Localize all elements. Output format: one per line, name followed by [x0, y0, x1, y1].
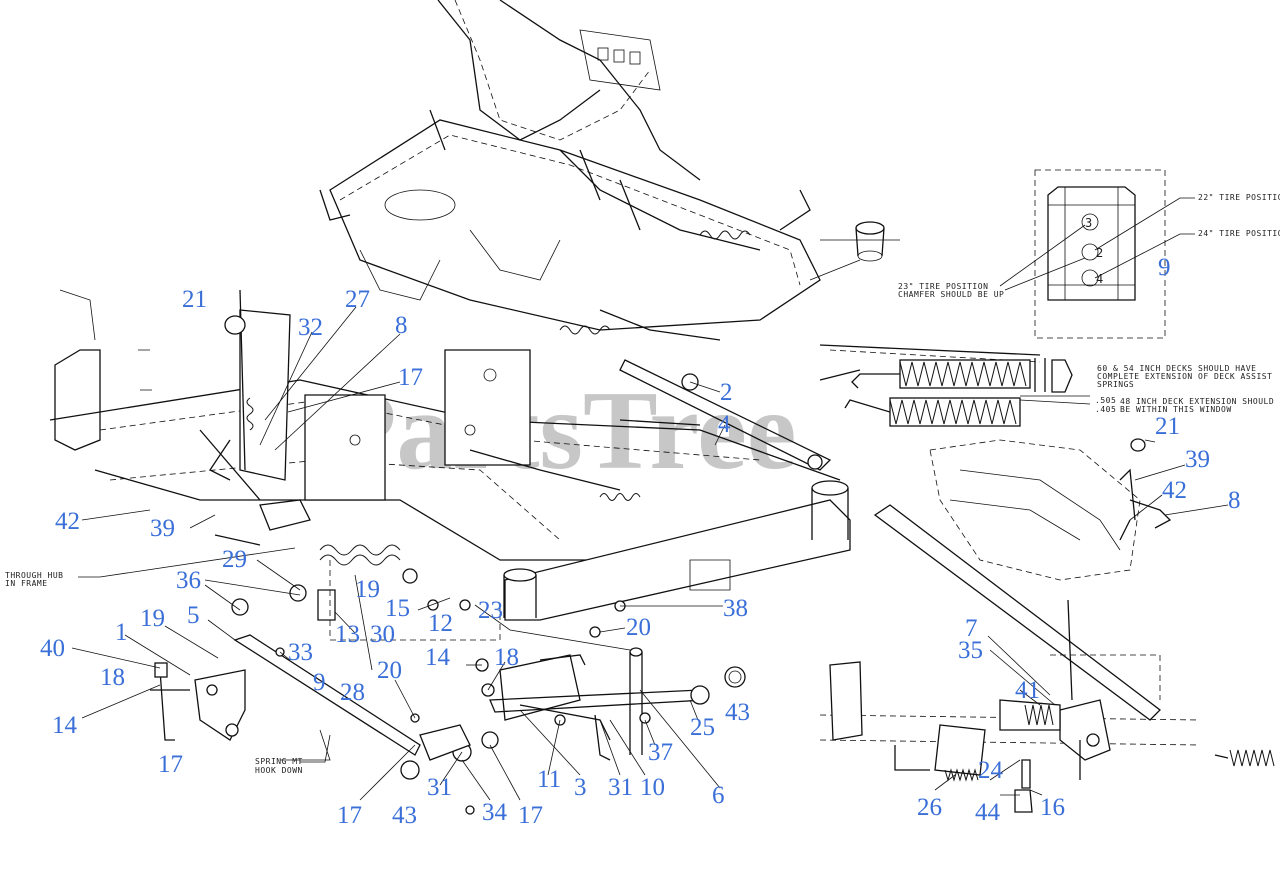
callout-36: 36 — [176, 567, 201, 594]
lower-right-detail — [819, 504, 1275, 813]
callout-37: 37 — [648, 739, 673, 766]
callout-31-b: 31 — [427, 774, 452, 801]
callout-23: 23 — [478, 597, 503, 624]
callout-6: 6 — [712, 782, 725, 809]
callout-8: 8 — [395, 312, 408, 339]
callout-2: 2 — [720, 379, 733, 406]
callout-44: 44 — [975, 799, 1001, 826]
callout-19-b: 19 — [140, 605, 165, 632]
callout-40: 40 — [40, 635, 65, 662]
callout-19: 19 — [355, 576, 380, 603]
callout-12: 12 — [428, 610, 453, 637]
callout-28: 28 — [340, 679, 365, 706]
callout-27: 27 — [345, 286, 370, 313]
callout-39-b: 39 — [1185, 446, 1210, 473]
callout-5: 5 — [187, 602, 200, 629]
pivot-detail — [929, 438, 1172, 581]
callout-42: 42 — [55, 508, 80, 535]
callout-24: 24 — [978, 757, 1004, 784]
callout-1: 1 — [115, 619, 128, 646]
main-frame — [49, 289, 851, 621]
callout-25: 25 — [690, 714, 715, 741]
callout-21-b: 21 — [1155, 413, 1180, 440]
callout-17-d: 17 — [518, 802, 543, 829]
callout-33: 33 — [288, 639, 313, 666]
lift-arm-assembly — [150, 544, 746, 815]
callout-8-b: 8 — [1228, 487, 1241, 514]
decks-60-54-note-line1: 60 & 54 INCH DECKS SHOULD HAVE — [1097, 364, 1257, 373]
callout-16: 16 — [1040, 794, 1065, 821]
hole-4-label: 4 — [1096, 272, 1104, 286]
tire-position-inset: 3 2 4 22" TIRE POSITION 24" TIRE POSITIO… — [898, 169, 1280, 339]
decks-60-54-note-line2: COMPLETE EXTENSION OF DECK ASSIST — [1097, 372, 1272, 381]
decks-60-54-note-line3: SPRINGS — [1097, 380, 1134, 389]
callout-17-b: 17 — [158, 751, 183, 778]
callout-9: 9 — [313, 669, 326, 696]
callout-9-b: 9 — [1158, 254, 1171, 281]
tire-24-note: 24" TIRE POSITION — [1198, 229, 1280, 238]
callout-32: 32 — [298, 314, 323, 341]
callout-18: 18 — [100, 664, 125, 691]
callout-31: 31 — [608, 774, 633, 801]
callout-21: 21 — [182, 286, 207, 313]
callout-11: 11 — [537, 766, 561, 793]
callout-15: 15 — [385, 595, 410, 622]
callout-20: 20 — [626, 614, 651, 641]
hole-2-label: 2 — [1096, 246, 1104, 260]
callout-18-b: 18 — [494, 644, 519, 671]
hole-3-label: 3 — [1085, 216, 1093, 230]
callout-leaders — [71, 306, 1229, 801]
callout-13: 13 — [335, 621, 360, 648]
callout-17: 17 — [398, 364, 423, 391]
deck48-note-line2: BE WITHIN THIS WINDOW — [1120, 405, 1232, 414]
watermark: PartsTree — [328, 369, 797, 493]
callout-20-b: 20 — [377, 657, 402, 684]
callout-26: 26 — [917, 794, 942, 821]
tire-23-note-line1: 23" TIRE POSITION — [898, 282, 988, 291]
callout-10: 10 — [640, 774, 665, 801]
callout-43: 43 — [725, 699, 750, 726]
spring-mt-note-line1: SPRING MT — [255, 757, 303, 766]
dash-frame-assembly — [319, 0, 900, 341]
deck48-note-line1: 48 INCH DECK EXTENSION SHOULD — [1120, 397, 1274, 406]
callout-30: 30 — [370, 621, 395, 648]
through-hub-note-line1: THROUGH HUB — [5, 571, 63, 580]
callout-3: 3 — [574, 774, 587, 801]
tire-22-note: 22" TIRE POSITION — [1198, 193, 1280, 202]
through-hub-note-line2: IN FRAME — [5, 579, 48, 588]
callout-41: 41 — [1015, 677, 1040, 704]
callout-42-b: 42 — [1162, 477, 1187, 504]
callout-14: 14 — [52, 712, 78, 739]
callout-14-b: 14 — [425, 644, 451, 671]
callout-17-c: 17 — [337, 802, 362, 829]
callout-38: 38 — [723, 595, 748, 622]
tire-23-note-line2: CHAMFER SHOULD BE UP — [898, 290, 1004, 299]
callout-35: 35 — [958, 637, 983, 664]
callout-labels: 21 32 27 8 17 42 39 29 36 19 15 30 12 23… — [40, 254, 1241, 829]
deck-spring-inset: 60 & 54 INCH DECKS SHOULD HAVE COMPLETE … — [819, 344, 1274, 427]
callout-29: 29 — [222, 546, 247, 573]
callout-4: 4 — [718, 411, 731, 438]
callout-7: 7 — [965, 615, 978, 642]
callout-43-b: 43 — [392, 802, 417, 829]
callout-39: 39 — [150, 515, 175, 542]
callout-34: 34 — [482, 799, 508, 826]
deck48-dim-upper: .505 — [1095, 396, 1116, 405]
deck48-dim-lower: .405 — [1095, 405, 1116, 414]
spring-mt-note-line2: HOOK DOWN — [255, 766, 303, 775]
